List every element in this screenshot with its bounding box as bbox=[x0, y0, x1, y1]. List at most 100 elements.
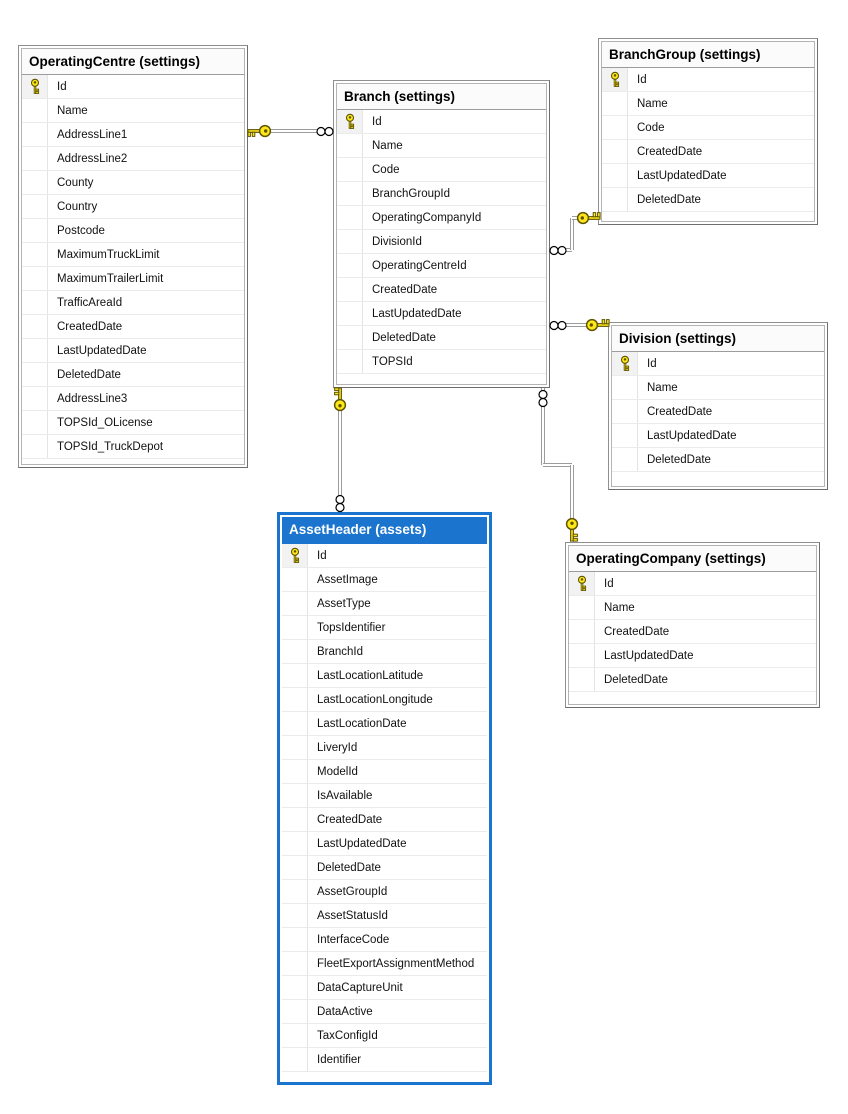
row-icon-cell bbox=[22, 171, 48, 194]
relationship-line[interactable] bbox=[338, 388, 342, 512]
table-row[interactable]: FleetExportAssignmentMethod bbox=[282, 952, 487, 976]
table-row[interactable]: DeletedDate bbox=[569, 668, 816, 692]
table-row[interactable]: LastUpdatedDate bbox=[569, 644, 816, 668]
table-row[interactable]: OperatingCentreId bbox=[337, 254, 546, 278]
table-row[interactable]: TOPSId_OLicense bbox=[22, 411, 244, 435]
table-row[interactable]: LiveryId bbox=[282, 736, 487, 760]
table-row[interactable]: LastUpdatedDate bbox=[282, 832, 487, 856]
row-icon-cell bbox=[337, 278, 363, 301]
field-name: TOPSId_TruckDepot bbox=[57, 440, 164, 453]
table-row[interactable]: Code bbox=[602, 116, 814, 140]
table-row[interactable]: Identifier bbox=[282, 1048, 487, 1072]
relationship-line[interactable] bbox=[550, 323, 608, 327]
relationship-line[interactable] bbox=[543, 463, 572, 467]
table-row[interactable]: DeletedDate bbox=[337, 326, 546, 350]
table-row[interactable]: AddressLine3 bbox=[22, 387, 244, 411]
table-row[interactable]: LastUpdatedDate bbox=[612, 424, 824, 448]
table-row[interactable]: CreatedDate bbox=[22, 315, 244, 339]
table-row[interactable]: InterfaceCode bbox=[282, 928, 487, 952]
table-row[interactable]: AssetStatusId bbox=[282, 904, 487, 928]
table-row[interactable]: LastLocationLatitude bbox=[282, 664, 487, 688]
table-title[interactable]: Branch (settings) bbox=[337, 84, 546, 110]
table-row[interactable]: Id bbox=[22, 75, 244, 99]
row-icon-cell bbox=[282, 760, 308, 783]
table-row[interactable]: Code bbox=[337, 158, 546, 182]
table-row[interactable]: Id bbox=[612, 352, 824, 376]
table-row[interactable]: TopsIdentifier bbox=[282, 616, 487, 640]
row-icon-cell bbox=[282, 1048, 308, 1071]
table-row[interactable]: DeletedDate bbox=[612, 448, 824, 472]
table-row[interactable]: AddressLine2 bbox=[22, 147, 244, 171]
table-row[interactable]: LastUpdatedDate bbox=[337, 302, 546, 326]
table-row[interactable]: CreatedDate bbox=[569, 620, 816, 644]
field-name: Code bbox=[372, 163, 400, 176]
table-row[interactable]: CreatedDate bbox=[602, 140, 814, 164]
table-row[interactable]: OperatingCompanyId bbox=[337, 206, 546, 230]
row-icon-cell bbox=[22, 147, 48, 170]
table-row[interactable]: DeletedDate bbox=[602, 188, 814, 212]
primary-key-icon bbox=[22, 75, 48, 98]
table-row[interactable]: TaxConfigId bbox=[282, 1024, 487, 1048]
row-icon-cell bbox=[282, 592, 308, 615]
table-row[interactable]: Name bbox=[612, 376, 824, 400]
table-row[interactable]: DataActive bbox=[282, 1000, 487, 1024]
table-row[interactable]: DeletedDate bbox=[282, 856, 487, 880]
table-row[interactable]: CreatedDate bbox=[282, 808, 487, 832]
one-end-key-icon bbox=[332, 386, 348, 412]
field-name: Id bbox=[57, 80, 67, 93]
table-row[interactable]: AssetImage bbox=[282, 568, 487, 592]
relationship-line[interactable] bbox=[541, 388, 545, 465]
table-row[interactable]: MaximumTruckLimit bbox=[22, 243, 244, 267]
table-row[interactable]: CreatedDate bbox=[337, 278, 546, 302]
table-row[interactable]: MaximumTrailerLimit bbox=[22, 267, 244, 291]
table-row[interactable]: BranchGroupId bbox=[337, 182, 546, 206]
table-title[interactable]: Division (settings) bbox=[612, 326, 824, 352]
table-row[interactable]: TOPSId_TruckDepot bbox=[22, 435, 244, 459]
table-row[interactable]: AssetGroupId bbox=[282, 880, 487, 904]
table-row[interactable]: Id bbox=[602, 68, 814, 92]
table-row[interactable]: LastUpdatedDate bbox=[22, 339, 244, 363]
relationship-line[interactable] bbox=[570, 465, 574, 542]
table-row[interactable]: DivisionId bbox=[337, 230, 546, 254]
table-title[interactable]: BranchGroup (settings) bbox=[602, 42, 814, 68]
table-row[interactable]: Name bbox=[602, 92, 814, 116]
table-row[interactable]: Name bbox=[569, 596, 816, 620]
table-title[interactable]: OperatingCompany (settings) bbox=[569, 546, 816, 572]
table-row[interactable]: TOPSId bbox=[337, 350, 546, 374]
table-row[interactable]: Country bbox=[22, 195, 244, 219]
table-row[interactable]: Name bbox=[337, 134, 546, 158]
table-row[interactable]: IsAvailable bbox=[282, 784, 487, 808]
table-row[interactable]: LastLocationLongitude bbox=[282, 688, 487, 712]
table-row[interactable]: DataCaptureUnit bbox=[282, 976, 487, 1000]
table-row[interactable]: BranchId bbox=[282, 640, 487, 664]
table-row[interactable]: CreatedDate bbox=[612, 400, 824, 424]
relationship-line[interactable] bbox=[570, 218, 574, 250]
table-row[interactable]: LastLocationDate bbox=[282, 712, 487, 736]
table-row[interactable]: Postcode bbox=[22, 219, 244, 243]
table-row[interactable]: County bbox=[22, 171, 244, 195]
table-row[interactable]: AddressLine1 bbox=[22, 123, 244, 147]
row-icon-cell bbox=[569, 668, 595, 691]
field-name: AssetType bbox=[317, 597, 371, 610]
table-row[interactable]: DeletedDate bbox=[22, 363, 244, 387]
table-row[interactable]: LastUpdatedDate bbox=[602, 164, 814, 188]
table-row[interactable]: Id bbox=[337, 110, 546, 134]
row-icon-cell bbox=[22, 387, 48, 410]
table-row[interactable]: Name bbox=[22, 99, 244, 123]
table-title[interactable]: OperatingCentre (settings) bbox=[22, 49, 244, 75]
table-row[interactable]: Id bbox=[569, 572, 816, 596]
table-row[interactable]: Id bbox=[282, 544, 487, 568]
relationship-line[interactable] bbox=[248, 129, 333, 133]
table-row[interactable]: TrafficAreaId bbox=[22, 291, 244, 315]
table-row[interactable]: AssetType bbox=[282, 592, 487, 616]
table-row[interactable]: ModelId bbox=[282, 760, 487, 784]
primary-key-icon bbox=[612, 352, 638, 375]
field-name: Postcode bbox=[57, 224, 105, 237]
table-title[interactable]: AssetHeader (assets) bbox=[282, 517, 487, 544]
